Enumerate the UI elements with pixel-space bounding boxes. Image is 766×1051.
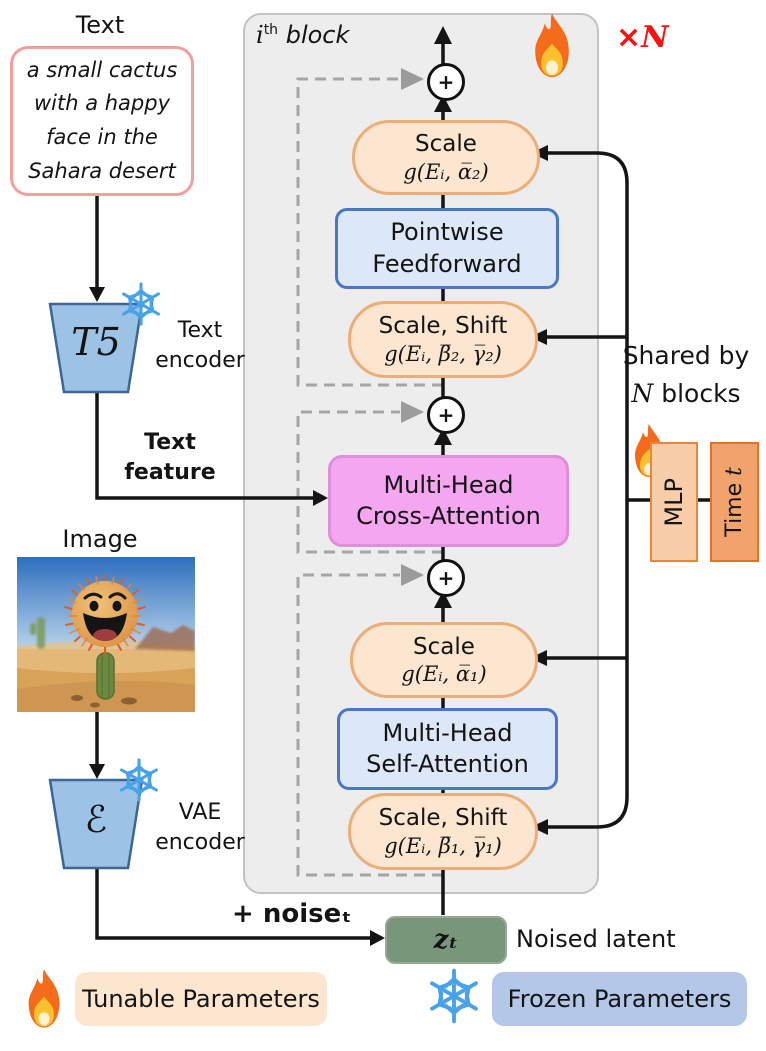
noised-latent-caption: Noised latent xyxy=(516,925,676,953)
add-node: + xyxy=(427,559,465,597)
noise-label: + noiseₜ xyxy=(232,899,352,929)
cactus-photo xyxy=(0,557,226,712)
noised-latent-box: zₜ xyxy=(385,916,507,964)
block-title: ith block xyxy=(256,21,350,49)
vae-symbol: ℰ xyxy=(84,798,108,841)
prompt-line: with a happy xyxy=(33,91,171,116)
text-encoder-caption: Text encoder xyxy=(155,318,245,373)
scale-shift-box-2: Scale, Shift g(Eᵢ, β̅₂, γ̅₂) xyxy=(348,301,538,378)
text-input-label: Text xyxy=(75,11,125,39)
prompt-box: a small cactus with a happy face in the … xyxy=(10,46,194,196)
vae-trapezoid xyxy=(48,778,144,870)
scale-box-1: Scale g(Eᵢ, α̅₁) xyxy=(350,622,538,698)
repeat-n-label: ×N xyxy=(616,20,669,55)
shared-by-label: Shared by N blocks xyxy=(622,341,750,408)
snowflake-icon xyxy=(120,758,158,802)
snowflake-icon xyxy=(430,968,478,1024)
prompt-line: face in the xyxy=(46,125,158,149)
fire-icon xyxy=(28,969,60,1028)
cross-attention-box: Multi-Head Cross-Attention xyxy=(328,455,569,547)
self-attention-box: Multi-Head Self-Attention xyxy=(337,708,558,790)
image-input-label: Image xyxy=(62,525,138,553)
prompt-line: a small cactus xyxy=(26,57,178,82)
prompt-line: Sahara desert xyxy=(28,158,176,183)
frozen-parameters-legend: Frozen Parameters xyxy=(492,972,747,1026)
pointwise-feedforward-box: Pointwise Feedforward xyxy=(335,208,559,289)
vae-encoder-caption: VAE encoder xyxy=(155,800,245,855)
snowflake-icon xyxy=(122,282,160,326)
scale-shift-box-1: Scale, Shift g(Eᵢ, β̅₁, γ̅₁) xyxy=(348,793,538,870)
scale-box-2: Scale g(Eᵢ, α̅₂) xyxy=(352,120,540,195)
t5-trapezoid xyxy=(48,302,144,394)
fire-icon xyxy=(535,13,569,78)
tunable-parameters-legend: Tunable Parameters xyxy=(75,972,327,1026)
time-step-box: Time t xyxy=(710,442,759,562)
mlp-box: MLP xyxy=(650,442,698,562)
t5-symbol: T5 xyxy=(71,320,121,364)
add-node: + xyxy=(427,63,465,101)
text-feature-label: Text feature xyxy=(124,430,216,485)
add-node: + xyxy=(427,396,465,434)
